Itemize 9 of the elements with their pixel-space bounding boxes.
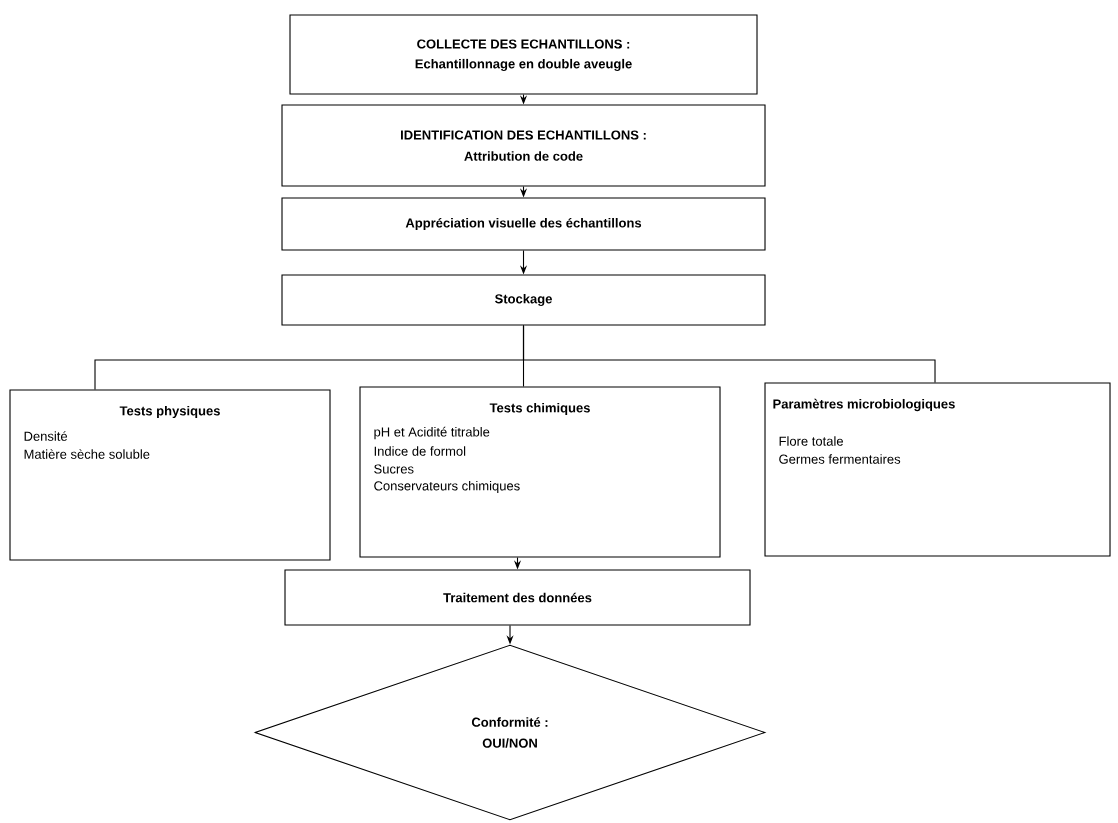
process-box: IDENTIFICATION DES ECHANTILLONS : Attribution de code (281, 104, 766, 187)
connector (522, 325, 936, 383)
process-box: Tests physiques Densité Matière sèche soluble (9, 389, 331, 561)
process-box: Tests chimiques pH et Acidité titrable Indice de formol Sucres Conservateurs chimiques (359, 386, 721, 558)
process-box: Paramètres microbiologiques Flore totale Germes fermentaires (764, 382, 1111, 557)
process-box: Traitement des données (284, 569, 751, 626)
process-box: Stockage (281, 274, 766, 326)
process-box: COLLECTE DES ECHANTILLONS : Echantillonnage en double aveugle (289, 14, 758, 95)
process-box: Appréciation visuelle des échantillons (281, 197, 766, 251)
